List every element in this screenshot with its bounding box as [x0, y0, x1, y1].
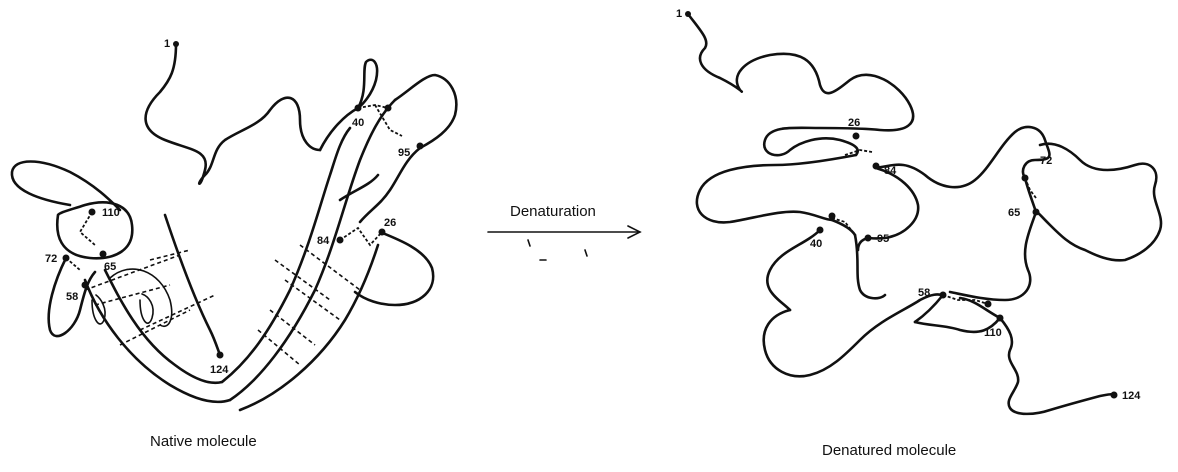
native-residue-26: 26 [384, 217, 396, 229]
denatured-residue-95: 95 [877, 233, 889, 245]
native-residue-65: 65 [104, 261, 116, 273]
denaturation-arrow [488, 226, 640, 260]
native-residue-124: 124 [210, 364, 229, 376]
native-residue-84: 84 [317, 235, 330, 247]
native-residue-110: 110 [102, 207, 120, 219]
denatured-residue-72: 72 [1040, 155, 1052, 167]
denatured-residue-40: 40 [810, 238, 822, 250]
denatured-residue-58: 58 [918, 287, 930, 299]
native-molecule-caption: Native molecule [150, 433, 257, 450]
denatured-residue-26: 26 [848, 117, 860, 129]
native-molecule: 1 110 72 65 58 124 40 95 84 26 [12, 38, 456, 410]
denatured-residue-1: 1 [676, 8, 682, 20]
native-residue-72: 72 [45, 253, 57, 265]
native-residue-40: 40 [352, 117, 364, 129]
native-residue-1: 1 [164, 38, 170, 50]
denatured-residue-110: 110 [984, 327, 1002, 339]
denatured-molecule-caption: Denatured molecule [822, 442, 956, 459]
denaturation-label: Denaturation [510, 203, 596, 220]
denatured-residue-84: 84 [884, 165, 897, 177]
native-residue-95: 95 [398, 147, 410, 159]
denatured-residue-65: 65 [1008, 207, 1020, 219]
native-residue-58: 58 [66, 291, 78, 303]
denatured-molecule: 1 26 84 72 65 40 95 58 110 124 [676, 8, 1161, 414]
denatured-residue-124: 124 [1122, 390, 1141, 402]
